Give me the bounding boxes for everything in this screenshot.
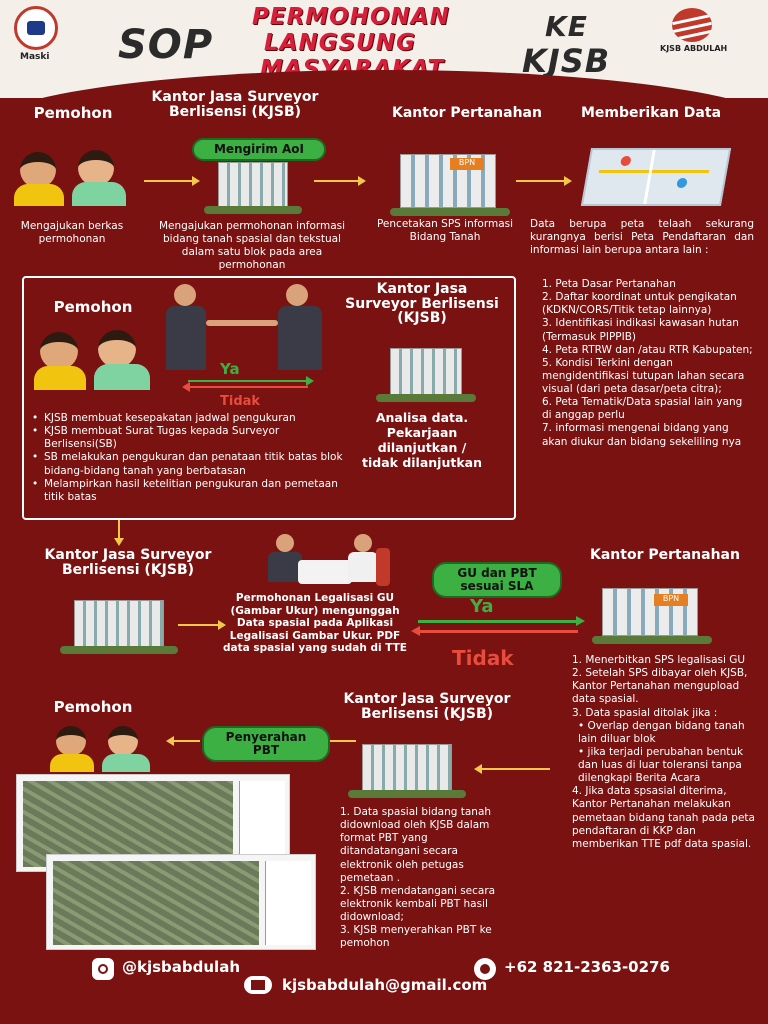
footer: @kjsbabdulah +62 821-2363-0276 kjsbabdul… bbox=[0, 940, 768, 1024]
pertanahan-list-item: 3. Data spasial ditolak jika : bbox=[572, 706, 718, 719]
box-bullets: •KJSB membuat kesepakatan jadwal penguku… bbox=[32, 412, 350, 504]
instagram-handle[interactable]: @kjsbabdulah bbox=[122, 958, 241, 976]
pertanahan-list-item: • Overlap dengan bidang tanah lain dilua… bbox=[578, 719, 745, 745]
map-icon bbox=[580, 148, 732, 206]
pill-gu-pbt: GU dan PBT sesuai SLA bbox=[432, 562, 562, 599]
row4-pemohon-title: Pemohon bbox=[53, 698, 133, 716]
row4-kjsb-title: Kantor Jasa Surveyor Berlisensi (KJSB) bbox=[343, 691, 511, 722]
row3-arrow-tidak bbox=[411, 626, 578, 636]
email-address[interactable]: kjsbabdulah@gmail.com bbox=[282, 976, 488, 994]
bpn-building-icon: BPN bbox=[390, 148, 510, 216]
arrow-kjsb-to-center bbox=[178, 620, 226, 630]
whatsapp-icon bbox=[474, 958, 496, 980]
row3-ya-label: Ya bbox=[470, 596, 494, 617]
kjsb-list-item: 3. KJSB menyerahkan PBT ke pemohon bbox=[340, 924, 492, 950]
box-kjsb-title: Kantor Jasa Surveyor Berlisensi (KJSB) bbox=[345, 281, 499, 327]
email-icon bbox=[244, 976, 272, 994]
maski-label: Maski bbox=[20, 52, 50, 62]
box-pemohon-title: Pemohon bbox=[53, 298, 133, 316]
row1-data-intro: Data berupa peta telaah sekurang kurangn… bbox=[530, 218, 754, 257]
process-box: Pemohon Ya Tidak Kantor Jasa Surveyor Be… bbox=[22, 276, 516, 520]
pill-penyerahan-pbt: Penyerahan PBT bbox=[202, 726, 330, 763]
row1-pemohon-desc: Mengajukan berkas permohonan bbox=[20, 220, 124, 246]
pertanahan-list-item: 4. Jika data spsasial diterima, Kantor P… bbox=[572, 785, 755, 850]
pertanahan-list-item: 2. Setelah SPS dibayar oleh KJSB, Kantor… bbox=[572, 667, 748, 706]
pemohon-people-icon bbox=[14, 148, 144, 208]
box-analisa: Analisa data. Pekarjaan dilanjutkan / ti… bbox=[362, 410, 482, 470]
arrow-kjsb-to-pertanahan bbox=[314, 176, 366, 186]
row3-bpn-building-icon: BPN bbox=[592, 584, 712, 644]
box-bullet-item: •SB melakukan pengukuran dan penataan ti… bbox=[32, 451, 343, 477]
arrow-pertanahan-to-kjsb bbox=[474, 764, 550, 774]
data-list-item: 4. Peta RTRW dan /atau RTR Kabupaten; bbox=[542, 343, 753, 356]
row3-tidak-label: Tidak bbox=[452, 646, 514, 670]
row1-pertanahan-title: Kantor Pertanahan bbox=[392, 105, 542, 121]
arrow-pemohon-to-kjsb bbox=[144, 176, 200, 186]
row3-pertanahan-list: 1. Menerbitkan SPS legalisasi GU 2. Sete… bbox=[572, 654, 758, 851]
box-kjsb-building-icon bbox=[376, 344, 476, 402]
row4-kjsb-list: 1. Data spasial bidang tanah didownload … bbox=[340, 806, 510, 950]
data-list-item: 6. Peta Tematik/Data spasial lain yang d… bbox=[542, 396, 743, 422]
row3-kjsb-title: Kantor Jasa Surveyor Berlisensi (KJSB) bbox=[44, 547, 212, 578]
row1-data-title: Memberikan Data bbox=[580, 105, 722, 121]
row3-kjsb-building-icon bbox=[60, 596, 178, 654]
box-ya-label: Ya bbox=[220, 360, 240, 378]
row1-kjsb-title: Kantor Jasa Surveyor Berlisensi (KJSB) bbox=[151, 89, 319, 120]
meeting-desk-icon bbox=[258, 530, 398, 588]
arrow-to-pemohon bbox=[166, 736, 200, 746]
data-list-item: 7. informasi mengenai bidang yang akan d… bbox=[542, 422, 742, 448]
data-list-item: 1. Peta Dasar Pertanahan bbox=[542, 278, 676, 290]
row4-pemohon-people-icon bbox=[50, 724, 180, 772]
title-ke: KE bbox=[545, 10, 588, 43]
row3-center-desc: Permohonan Legalisasi GU (Gambar Ukur) m… bbox=[223, 592, 407, 655]
data-list-item: 3. Identifikasi indikasi kawasan hutan (… bbox=[542, 317, 739, 343]
handshake-icon bbox=[164, 282, 334, 374]
arrow-pertanahan-to-data bbox=[516, 176, 572, 186]
row1-pemohon-title: Pemohon bbox=[33, 104, 113, 122]
title-sop: SOP bbox=[118, 22, 214, 68]
title-line2: LANGSUNG bbox=[264, 30, 416, 56]
box-bullet-item: •KJSB membuat Surat Tugas kepada Surveyo… bbox=[32, 425, 280, 451]
data-list-item: 2. Daftar koordinat untuk pengikatan (KD… bbox=[542, 291, 737, 317]
kjsb-abdulah-logo bbox=[672, 8, 712, 42]
box-bullet-item: •Melampirkan hasil ketelitian pengukuran… bbox=[32, 477, 338, 503]
arrow-tidak-left bbox=[182, 382, 308, 392]
kjsb-abdulah-label: KJSB ABDULAH bbox=[660, 44, 728, 53]
box-bullet-item: •KJSB membuat kesepakatan jadwal penguku… bbox=[32, 412, 296, 424]
instagram-icon bbox=[92, 958, 114, 980]
pertanahan-list-item: • jika terjadi perubahan bentuk dan luas… bbox=[578, 745, 744, 785]
arrow-kjsb-to-pill bbox=[330, 740, 356, 742]
arrow-ya-right bbox=[188, 376, 314, 386]
row3-pertanahan-title: Kantor Pertanahan bbox=[590, 547, 740, 563]
kjsb-building-icon bbox=[204, 158, 302, 214]
box-tidak-label: Tidak bbox=[220, 394, 261, 409]
box-pemohon-people-icon bbox=[34, 328, 164, 392]
row1-data-list: 1. Peta Dasar Pertanahan 2. Daftar koord… bbox=[542, 278, 754, 449]
header: Maski SOP PERMOHONAN LANGSUNG MASYARAKAT… bbox=[0, 0, 768, 130]
arrow-box-down bbox=[114, 520, 124, 546]
pbt-document-2 bbox=[46, 854, 316, 950]
whatsapp-number[interactable]: +62 821-2363-0276 bbox=[504, 958, 670, 976]
maski-logo bbox=[14, 6, 58, 50]
title-line1: PERMOHONAN bbox=[252, 4, 450, 30]
pertanahan-list-item: 1. Menerbitkan SPS legalisasi GU bbox=[572, 654, 746, 666]
row1-kjsb-desc: Mengajukan permohonan informasi bidang t… bbox=[158, 220, 346, 272]
kjsb-list-item: 2. KJSB mendatangani secara elektronik k… bbox=[340, 884, 496, 923]
row1-pertanahan-desc: Pencetakan SPS informasi Bidang Tanah bbox=[376, 218, 514, 244]
row4-kjsb-building-icon bbox=[348, 740, 466, 798]
row3-arrow-ya bbox=[418, 616, 585, 626]
data-list-item: 5. Kondisi Terkini dengan mengidentifika… bbox=[542, 356, 745, 395]
pill-mengirim-aoi: Mengirim AoI bbox=[192, 138, 326, 162]
kjsb-list-item: 1. Data spasial bidang tanah didownload … bbox=[340, 806, 492, 884]
